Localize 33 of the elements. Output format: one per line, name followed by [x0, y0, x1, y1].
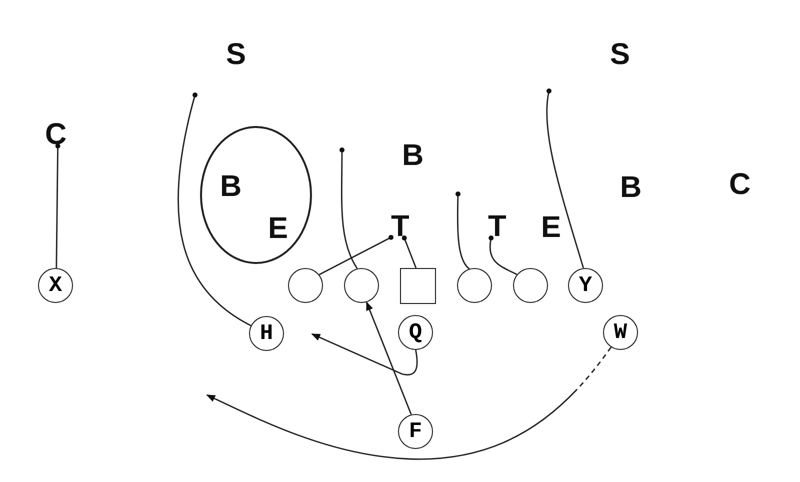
route-arrow — [206, 346, 612, 460]
block-route-line — [488, 236, 518, 276]
player-circle: W — [603, 315, 638, 350]
defender-letter: C — [45, 124, 67, 146]
block-route-line — [546, 88, 584, 268]
lineman-circle — [457, 268, 492, 303]
lineman-circle — [513, 268, 548, 303]
center-square — [400, 268, 436, 304]
block-route-line — [340, 148, 358, 269]
defender-letter: S — [226, 44, 246, 66]
block-route-line — [402, 236, 417, 268]
defender-letter: E — [541, 217, 562, 239]
player-circle: Y — [568, 268, 603, 303]
player-circle: H — [249, 316, 284, 351]
block-route-line — [456, 192, 470, 270]
defender-letter: C — [729, 174, 751, 196]
player-circle: F — [398, 414, 433, 449]
defender-letter: S — [610, 44, 630, 66]
defender-letter: B — [220, 176, 242, 198]
route-arrow — [311, 333, 418, 376]
lineman-circle — [288, 268, 323, 303]
player-circle: X — [38, 268, 73, 303]
defender-letter: T — [391, 216, 410, 238]
defender-letter: B — [620, 177, 642, 199]
block-route-line — [55, 144, 60, 268]
block-route-line — [318, 234, 394, 276]
block-route-line — [178, 92, 252, 326]
player-circle: Q — [398, 315, 433, 350]
defender-letter: T — [488, 216, 506, 238]
lineman-circle — [344, 268, 379, 303]
defender-letter: B — [402, 145, 424, 167]
defender-letter: E — [268, 218, 288, 240]
route-arrow — [366, 301, 412, 415]
